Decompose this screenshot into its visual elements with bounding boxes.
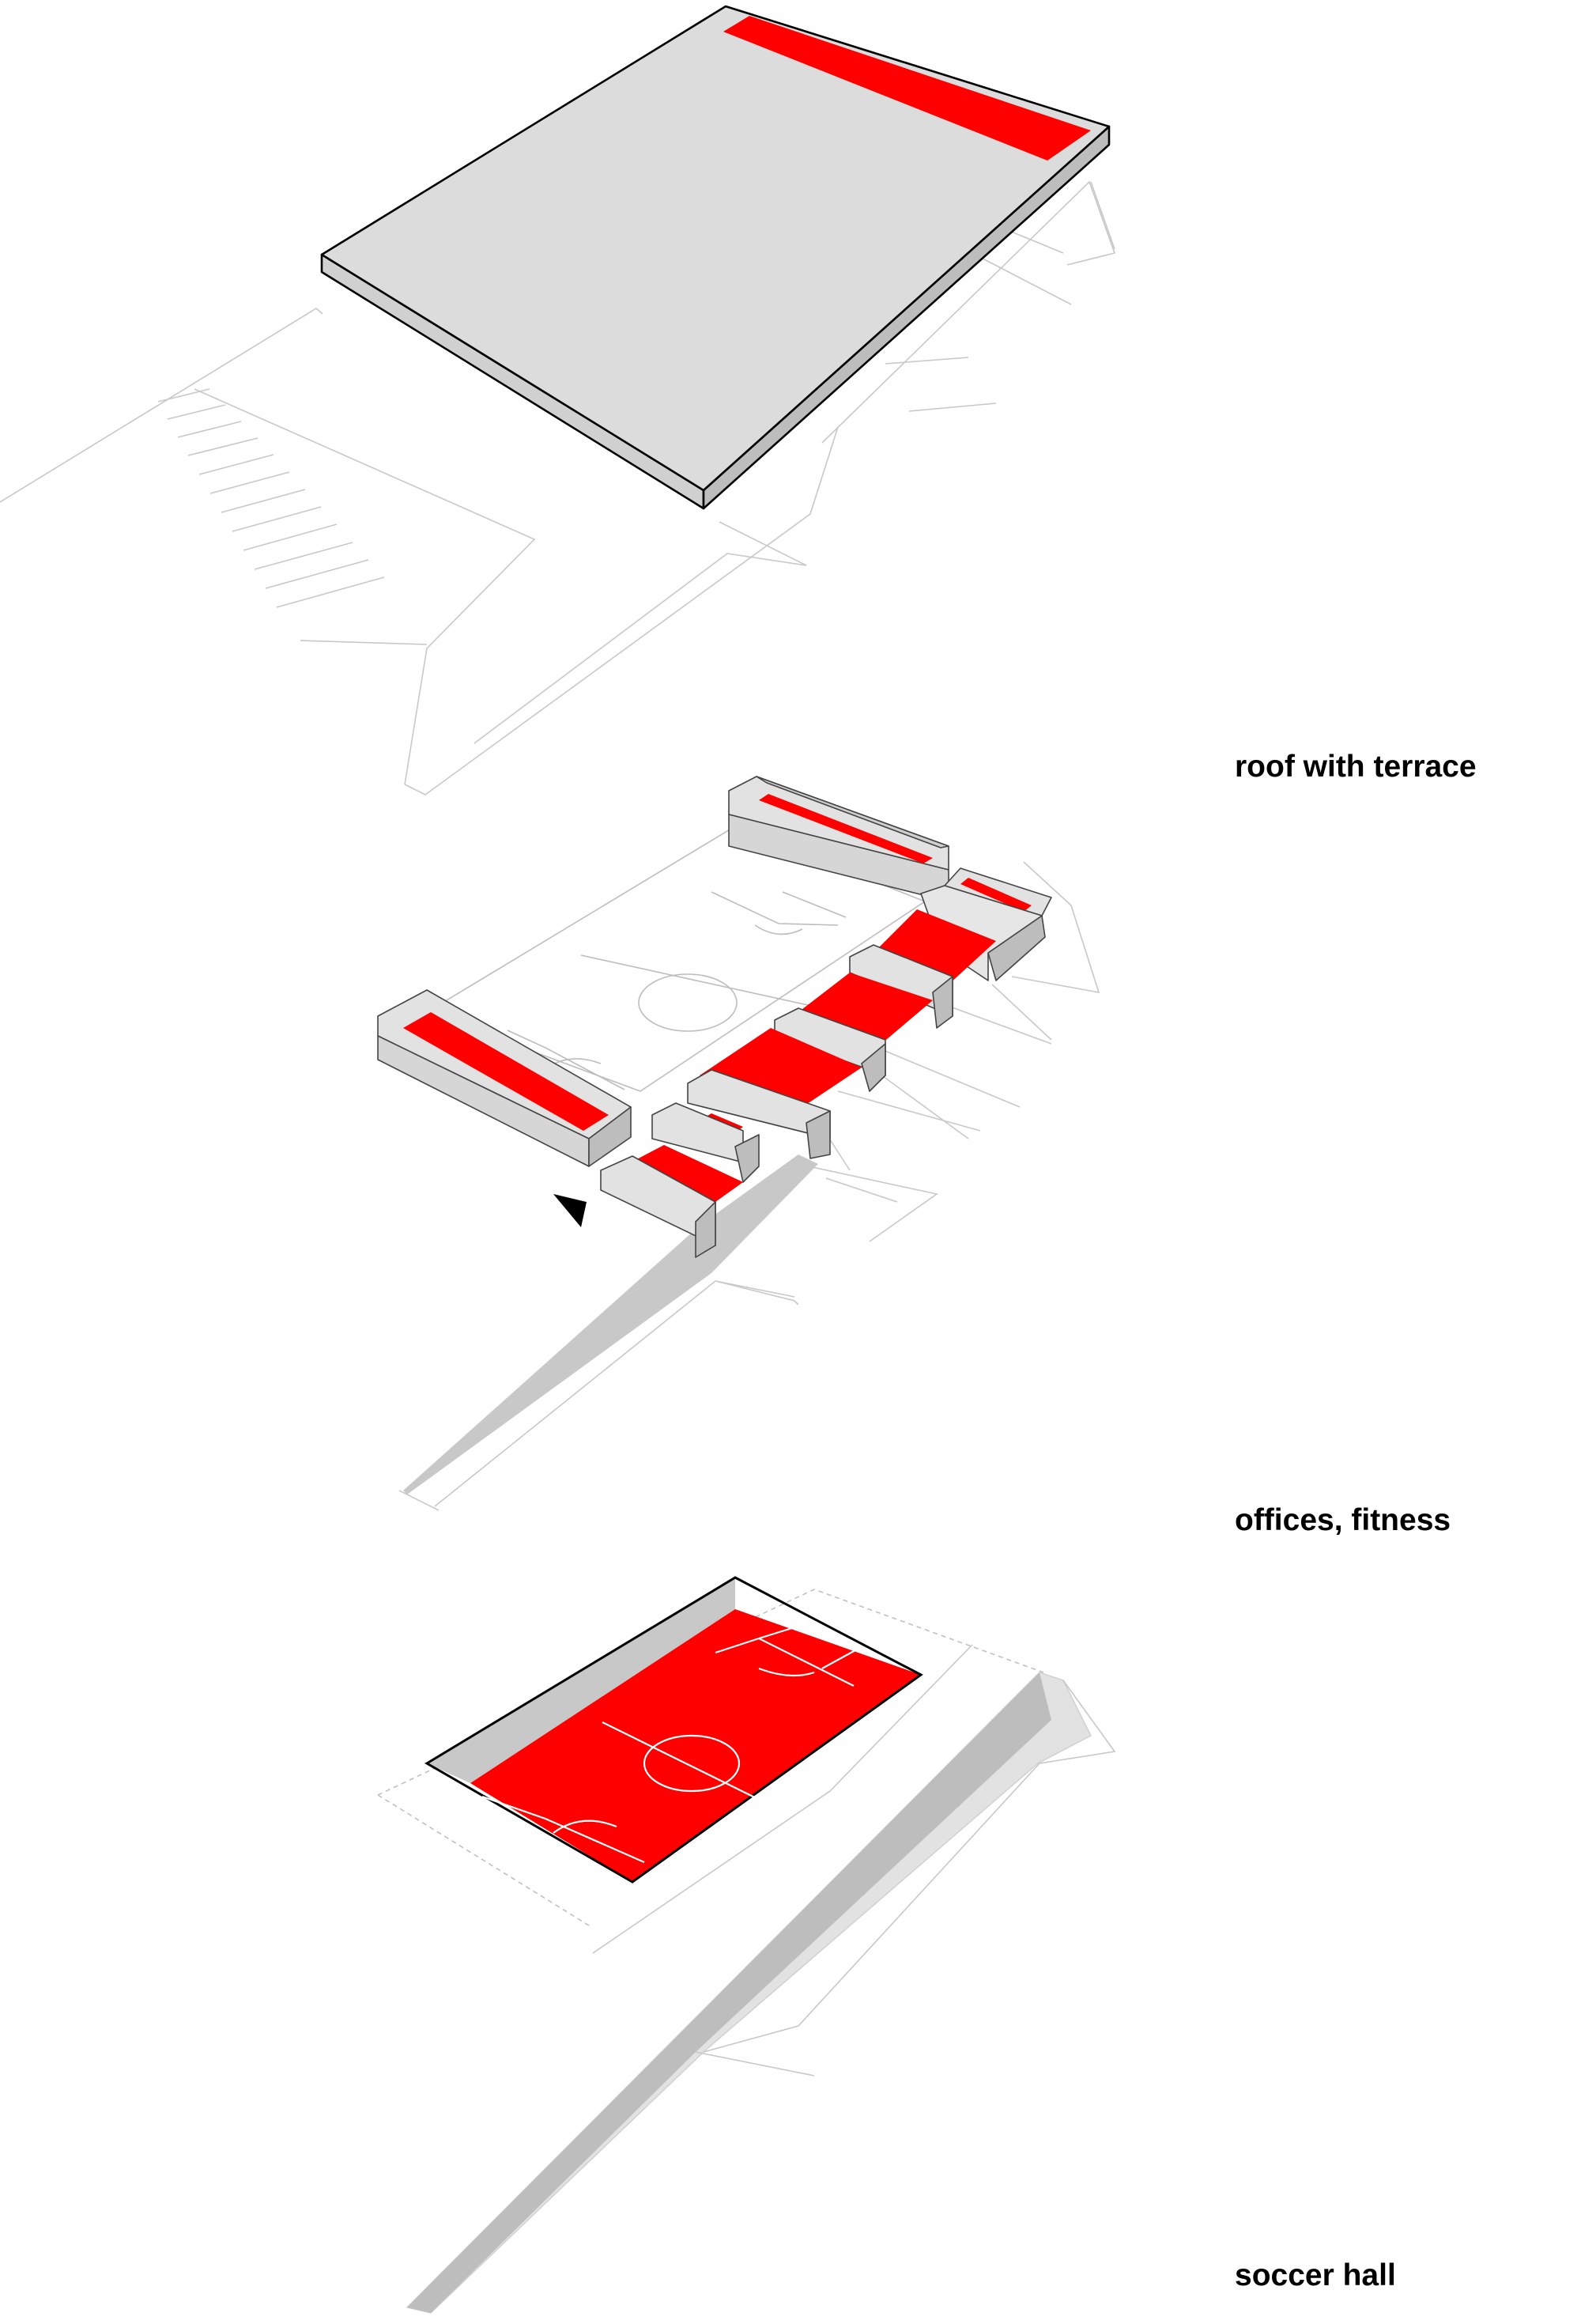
offices-room-2-floor [798, 973, 933, 1044]
offices-room-5-floor [631, 1145, 743, 1202]
roof-slab-top [320, 5, 1111, 492]
roof-level-stair-steps [157, 388, 428, 645]
roof-terrace-area [723, 16, 1091, 161]
level-label-roof: roof with terrace [1235, 750, 1477, 784]
offices-volume-northeast [944, 867, 1052, 981]
soccer-level-ramp [406, 1672, 1116, 2314]
roof-level [0, 5, 1116, 795]
level-label-soccer: soccer hall [1235, 2258, 1396, 2292]
offices-volume-west-floor [403, 1012, 609, 1131]
offices-level [377, 776, 1100, 1511]
offices-volume-west [377, 989, 632, 1167]
offices-volume-north-floor [759, 794, 933, 863]
level-label-offices: offices, fitness [1235, 1503, 1451, 1537]
soccer-hall-back-wall [427, 1578, 735, 1783]
soccer-hall-pit [424, 1576, 923, 1884]
offices-level-ghost-outline [398, 861, 1100, 1511]
roof-slab [320, 5, 1111, 510]
soccer-level [377, 1576, 1116, 2314]
soccer-hall-rim [424, 1576, 923, 1884]
offices-volume-north [728, 776, 949, 902]
soccer-hall-pitch-markings [481, 1626, 858, 1864]
entrance-arrow-icon [553, 1194, 587, 1227]
soccer-hall-pitch [470, 1609, 921, 1882]
offices-corridor [600, 885, 1043, 1258]
offices-level-ramp-wall [403, 1154, 818, 1495]
offices-room-3-floor [700, 1028, 862, 1115]
offices-volume-northeast-floor [960, 878, 1032, 912]
